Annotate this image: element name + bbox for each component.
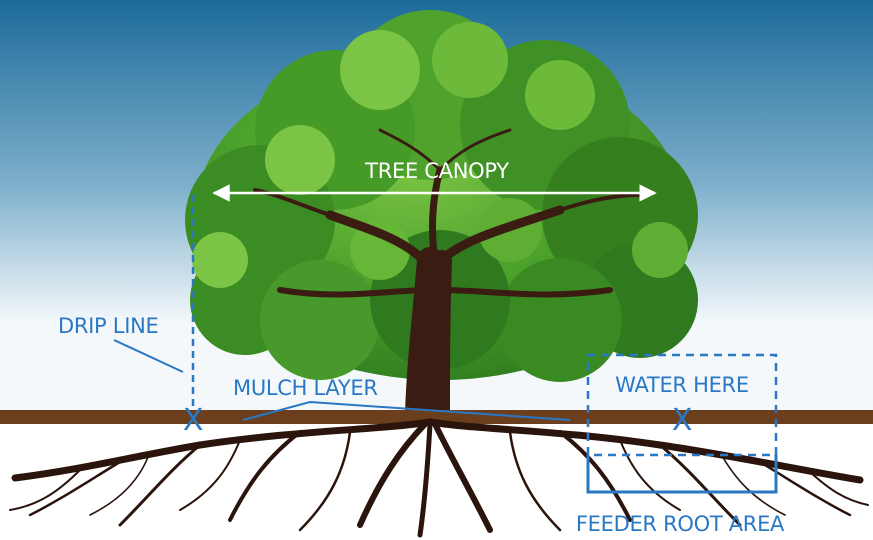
tree-canopy-label: TREE CANOPY [364,159,509,183]
water-here-box [586,353,778,457]
water-here-marker: X [672,403,692,438]
drip-line-label: DRIP LINE [58,314,158,338]
tree-trunk [253,128,642,425]
mulch-layer-leader [242,400,571,421]
mulch-layer-label: MULCH LAYER [233,376,378,400]
water-here-label: WATER HERE [615,373,749,397]
tree-roots [9,418,869,538]
ground-background [0,422,873,540]
feeder-root-bracket [586,455,778,494]
drip-line-leader [113,339,184,373]
mulch-layer-band [0,410,873,424]
drip-line-marker: X [183,403,203,438]
feeder-root-area-label: FEEDER ROOT AREA [576,512,785,536]
